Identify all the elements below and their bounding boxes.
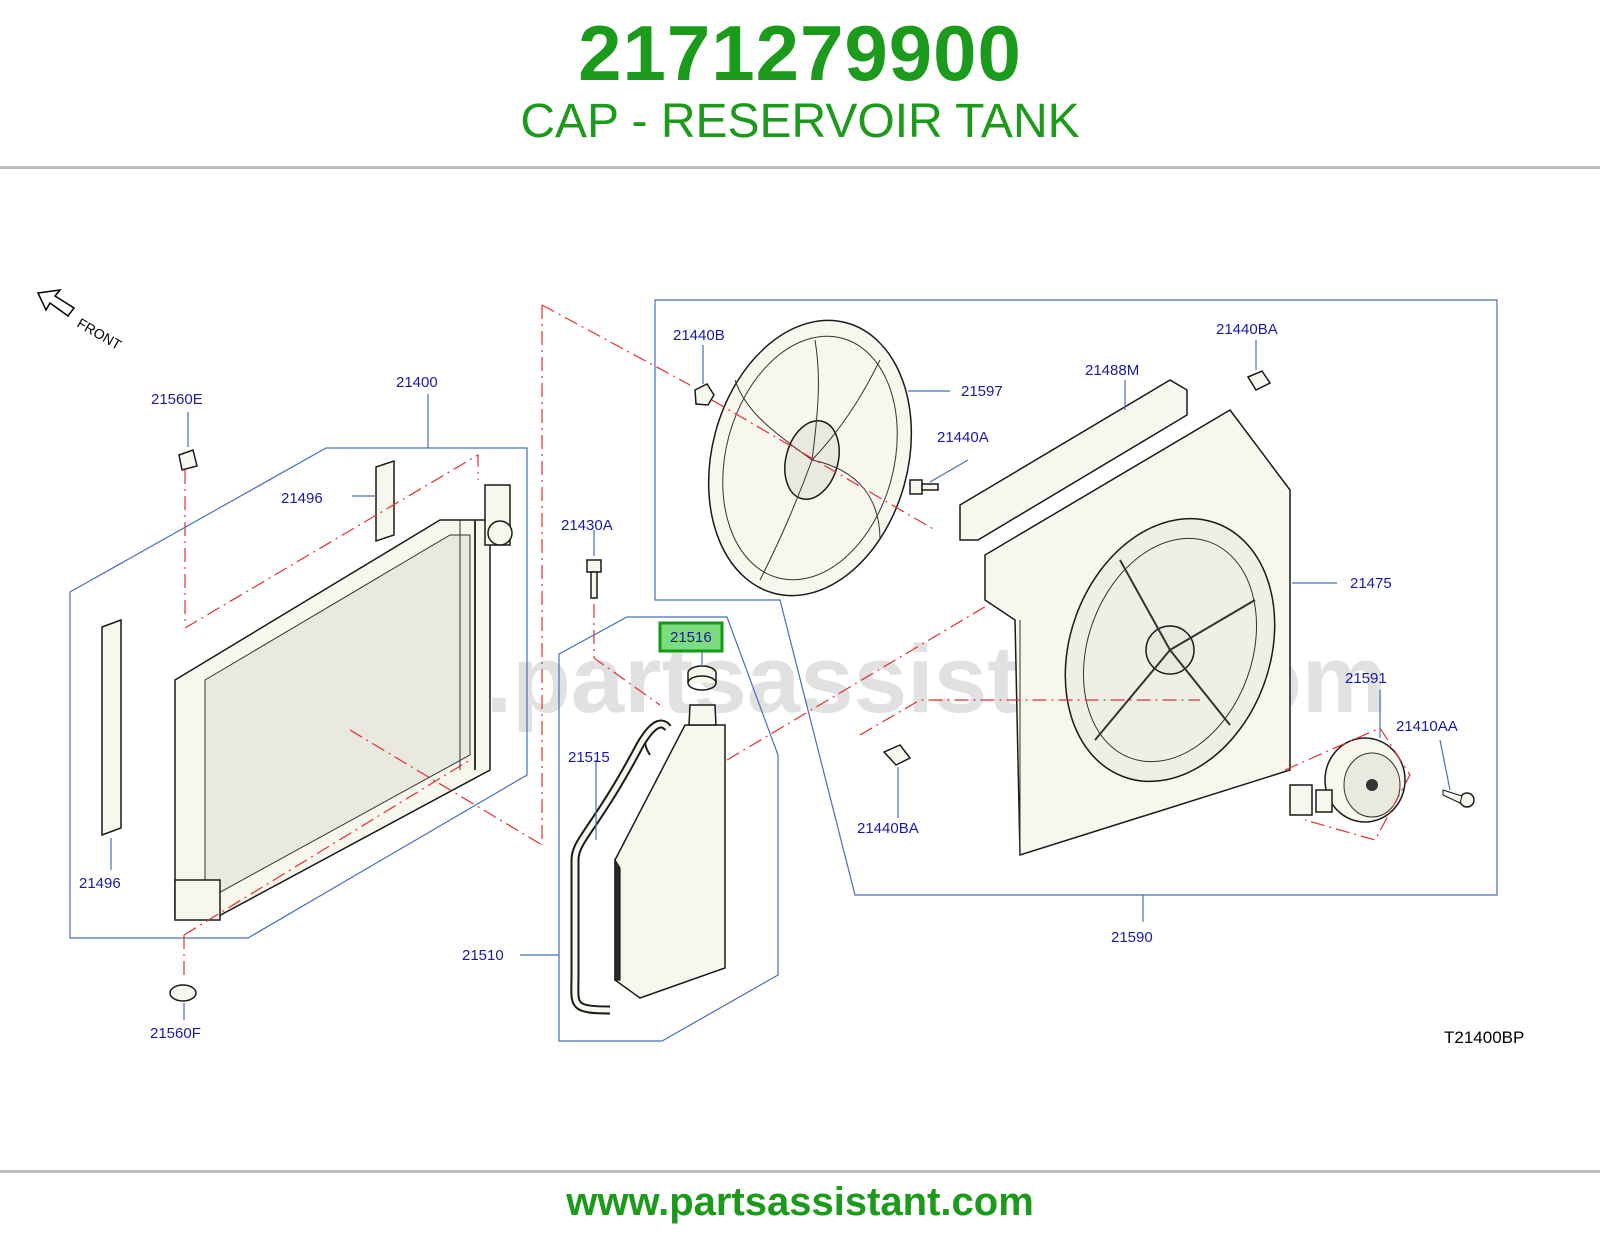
callout-21440BA-top[interactable]: 21440BA [1216, 321, 1278, 338]
nut-21440B-part[interactable] [694, 383, 715, 406]
clip-21440BA-top-part[interactable] [1246, 370, 1272, 391]
callout-21496-top[interactable]: 21496 [281, 490, 323, 507]
part-name-subtitle: CAP - RESERVOIR TANK [520, 95, 1080, 148]
callout-21591[interactable]: 21591 [1345, 670, 1387, 687]
seal-strip-left-part[interactable] [101, 618, 122, 837]
seal-21488M-part[interactable] [959, 379, 1188, 541]
footer-divider [0, 1170, 1600, 1173]
front-label: FRONT [75, 315, 125, 353]
bolt-21440A-part[interactable] [909, 479, 939, 495]
callout-21430A[interactable]: 21430A [561, 517, 613, 534]
fan-group-outline [654, 299, 1498, 896]
fan-motor-part[interactable] [1289, 737, 1406, 823]
callout-21516[interactable]: 21516 [670, 629, 712, 646]
reservoir-tank-part[interactable] [614, 704, 726, 999]
reservoir-cap-part[interactable] [687, 665, 717, 691]
dash-line [183, 759, 471, 936]
mount-21560E-part[interactable] [178, 449, 198, 471]
seal-strip-top-part[interactable] [375, 459, 395, 543]
header-divider [0, 166, 1600, 169]
highlight-box [658, 621, 724, 653]
part-number-title: 2171279900 [578, 9, 1022, 97]
dash-line [349, 729, 543, 846]
callout-21410AA[interactable]: 21410AA [1396, 718, 1458, 735]
callout-21590[interactable]: 21590 [1111, 929, 1153, 946]
leader-line [1439, 739, 1451, 791]
callout-21400[interactable]: 21400 [396, 374, 438, 391]
radiator-group-outline [69, 447, 528, 939]
callout-21475[interactable]: 21475 [1350, 575, 1392, 592]
reservoir-hose-part[interactable] [570, 719, 672, 1015]
dash-line [711, 399, 936, 531]
callout-21440B[interactable]: 21440B [673, 327, 725, 344]
callout-21560F[interactable]: 21560F [150, 1025, 201, 1042]
footer-website-link[interactable]: www.partsassistant.com [566, 1180, 1034, 1224]
callout-21440A[interactable]: 21440A [937, 429, 989, 446]
callout-21440BA-bottom[interactable]: 21440BA [857, 820, 919, 837]
leader-line [929, 459, 969, 483]
reservoir-group-outline [558, 616, 779, 1042]
dash-line [1284, 727, 1411, 841]
dash-line [184, 453, 479, 629]
dash-line [726, 579, 1031, 761]
callout-21510[interactable]: 21510 [462, 947, 504, 964]
page-header: 2171279900 CAP - RESERVOIR TANK [0, 0, 1600, 168]
callout-21515[interactable]: 21515 [568, 749, 610, 766]
diagram-reference-code: T21400BP [1444, 1028, 1524, 1047]
mount-21560F-part[interactable] [169, 984, 197, 1002]
clip-21440BA-bottom-part[interactable] [882, 744, 912, 766]
dash-line [541, 304, 691, 386]
callout-21488M[interactable]: 21488M [1085, 362, 1139, 379]
dash-line [593, 604, 661, 706]
callout-21496-bottom[interactable]: 21496 [79, 875, 121, 892]
parts-diagram: www.partsassistant.com FRONT [36, 288, 1524, 1047]
radiator-part[interactable] [174, 484, 513, 921]
fan-blade-part[interactable] [679, 297, 941, 618]
callout-21560E[interactable]: 21560E [151, 391, 203, 408]
screw-21410AA-part[interactable] [1442, 789, 1475, 808]
callout-21597[interactable]: 21597 [961, 383, 1003, 400]
fan-shroud-part[interactable] [984, 409, 1310, 857]
bolt-21430A-part[interactable] [586, 559, 602, 599]
front-arrow-icon [36, 288, 76, 318]
